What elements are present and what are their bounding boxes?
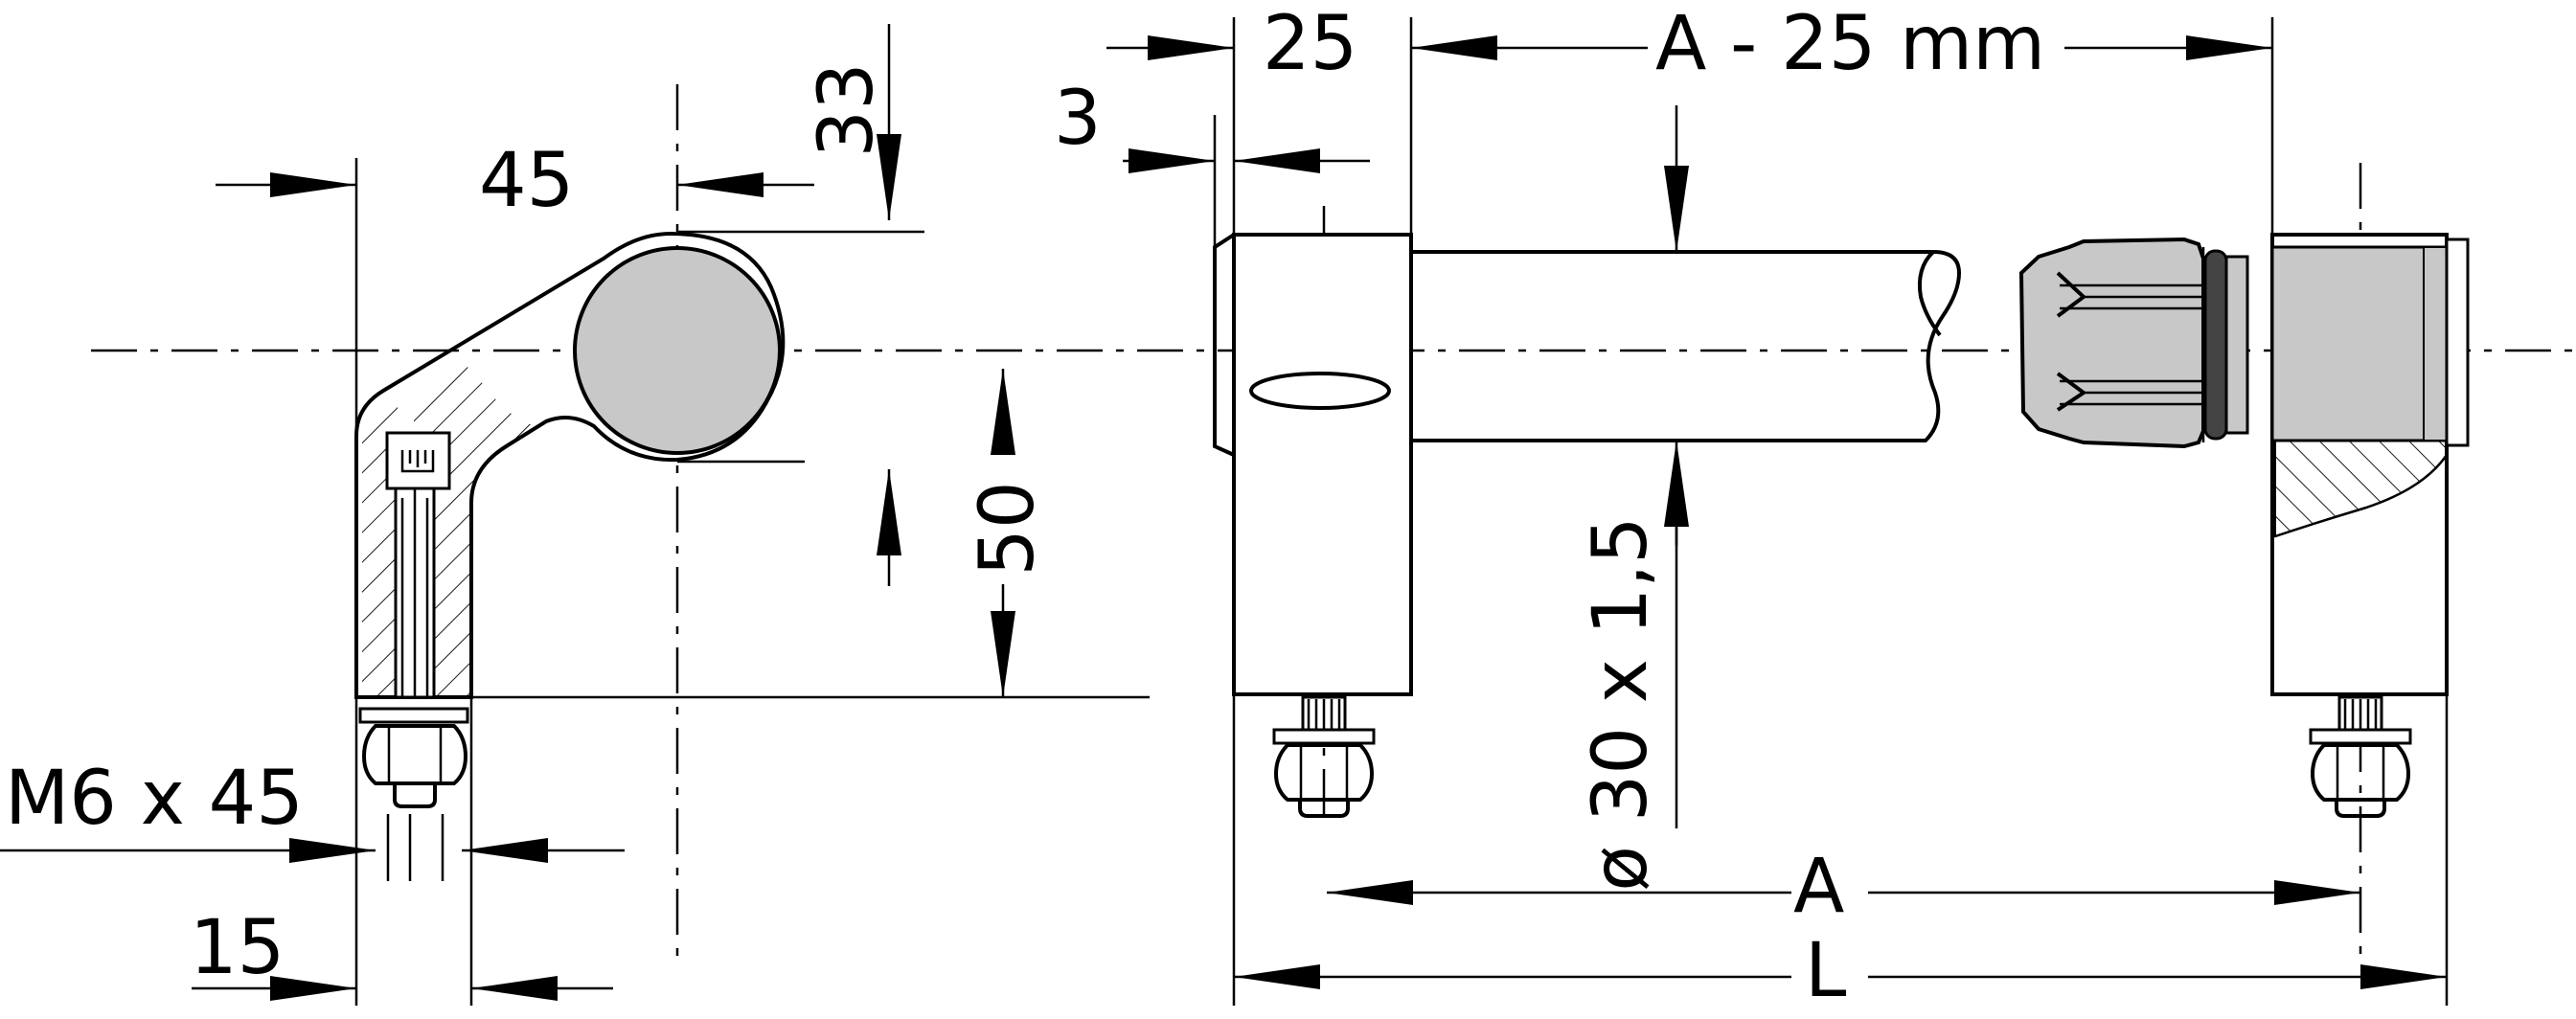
label-m6: M6 x 45 [5, 756, 304, 842]
nut [361, 724, 468, 785]
bolt-tip [393, 783, 437, 808]
left-nut [1273, 743, 1375, 802]
right-bracket-grey-region [2270, 245, 2449, 442]
o-ring [2203, 249, 2228, 441]
label-45: 45 [479, 138, 574, 224]
tube-body [1411, 250, 1962, 442]
dimension-labels: 45 33 50 3 25 A - 25 mm ø 30 x 1,5 M6 x … [5, 1, 2045, 1014]
side-view [354, 158, 1150, 1006]
dimension-arrows [0, 24, 2447, 1001]
left-bracket-chamfer [1213, 233, 1236, 457]
label-33: 33 [804, 62, 890, 157]
front-left-bracket [1213, 233, 1413, 818]
front-end-cap [2018, 237, 2249, 449]
label-15: 15 [190, 905, 285, 991]
tube-cross-section [573, 246, 782, 455]
left-washer [1272, 728, 1376, 745]
label-tube-diameter: ø 30 x 1,5 [1578, 516, 1664, 892]
label-a-minus-25: A - 25 mm [1655, 1, 2045, 87]
label-a: A [1793, 844, 1844, 930]
right-nut [2310, 743, 2411, 802]
right-washer [2309, 728, 2412, 745]
right-bolt-tip [2335, 800, 2386, 818]
left-bracket-hole [1249, 372, 1391, 410]
front-right-bracket [2270, 233, 2470, 818]
label-50: 50 [965, 481, 1051, 576]
left-bracket-body [1232, 233, 1413, 696]
front-tube [1411, 250, 1962, 442]
washer [358, 707, 469, 724]
label-25: 25 [1263, 1, 1357, 87]
left-bolt-tip [1298, 800, 1350, 818]
tube-break-curve [1917, 250, 1942, 337]
right-bracket-flange [2445, 238, 2470, 447]
end-cap-body [2018, 237, 2205, 449]
label-l: L [1805, 928, 1847, 1014]
label-3: 3 [1054, 76, 1102, 162]
